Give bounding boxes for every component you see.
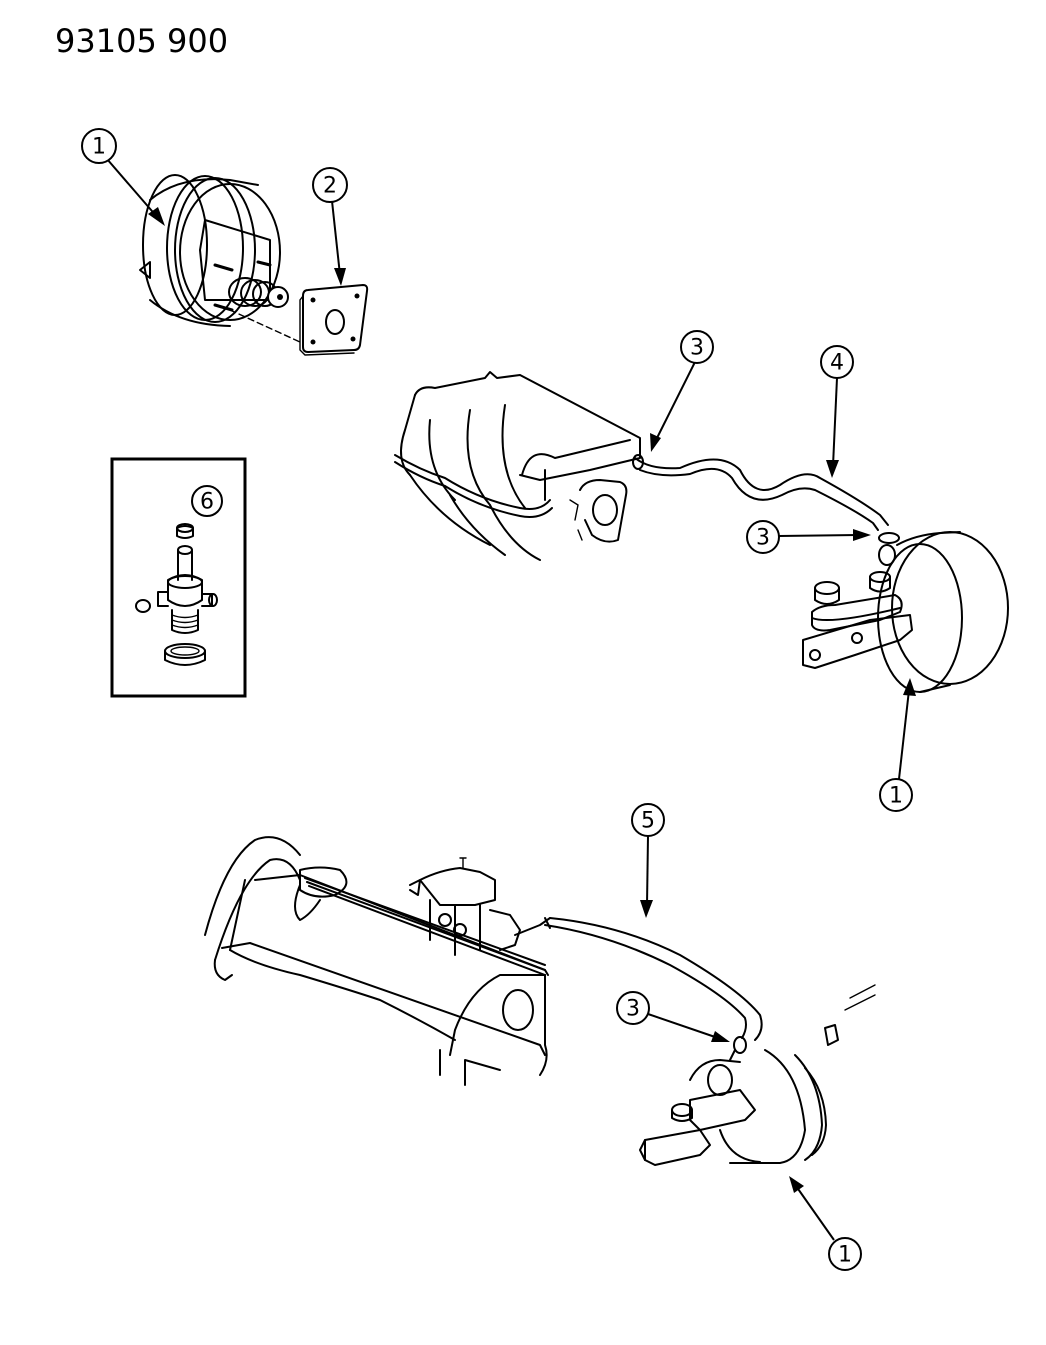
callout-1-top: 1 (81, 128, 117, 164)
diagram-title: 93105 900 (55, 22, 229, 60)
engine-block (204, 836, 549, 1086)
arrowhead (650, 433, 661, 452)
leader-line (646, 835, 649, 906)
leader-line (898, 689, 910, 780)
callout-3-booster-upper: 3 (746, 520, 780, 554)
callout-5: 5 (631, 803, 665, 837)
callout-3-manifold: 3 (680, 330, 714, 364)
vacuum-hose-upper (632, 454, 889, 531)
hose-clamp-booster-lower (729, 1036, 747, 1061)
arrowhead (789, 1176, 804, 1193)
leader-line (655, 361, 696, 441)
leader-line (331, 200, 341, 276)
callout-2: 2 (312, 167, 348, 203)
svg-text:3: 3 (626, 997, 640, 1022)
leader-line (795, 1185, 835, 1241)
leader-line (832, 377, 838, 467)
booster-gasket (299, 284, 369, 356)
leader-line (106, 158, 159, 219)
callout-6: 6 (191, 485, 223, 517)
svg-text:3: 3 (690, 336, 704, 361)
svg-text:5: 5 (641, 809, 655, 834)
callout-1-middle: 1 (879, 778, 913, 812)
check-valve-inset (110, 457, 247, 698)
leader-line (647, 1013, 719, 1039)
brake-booster-exploded (139, 174, 301, 343)
arrowhead (148, 207, 165, 226)
arrowhead (640, 900, 653, 918)
intake-manifold (394, 371, 641, 561)
arrowhead (334, 268, 346, 286)
svg-text:1: 1 (92, 135, 106, 160)
arrowhead (853, 529, 871, 541)
svg-text:6: 6 (200, 490, 214, 515)
callout-3-booster-lower: 3 (616, 991, 650, 1025)
leader-line (778, 534, 859, 537)
svg-text:4: 4 (830, 351, 844, 376)
svg-text:1: 1 (889, 784, 903, 809)
callout-1-bottom: 1 (828, 1237, 862, 1271)
vacuum-hose-lower (544, 917, 763, 1041)
svg-text:3: 3 (756, 526, 770, 551)
svg-text:2: 2 (323, 174, 337, 199)
arrowhead (711, 1031, 730, 1042)
callout-4: 4 (820, 345, 854, 379)
svg-text:1: 1 (838, 1243, 852, 1268)
arrowhead (826, 460, 839, 478)
carburetor (409, 857, 551, 956)
arrowhead (903, 678, 916, 696)
hose-clamp-booster-upper (878, 532, 900, 566)
brake-booster-bottom (639, 984, 876, 1166)
brake-booster-middle (802, 531, 1009, 693)
